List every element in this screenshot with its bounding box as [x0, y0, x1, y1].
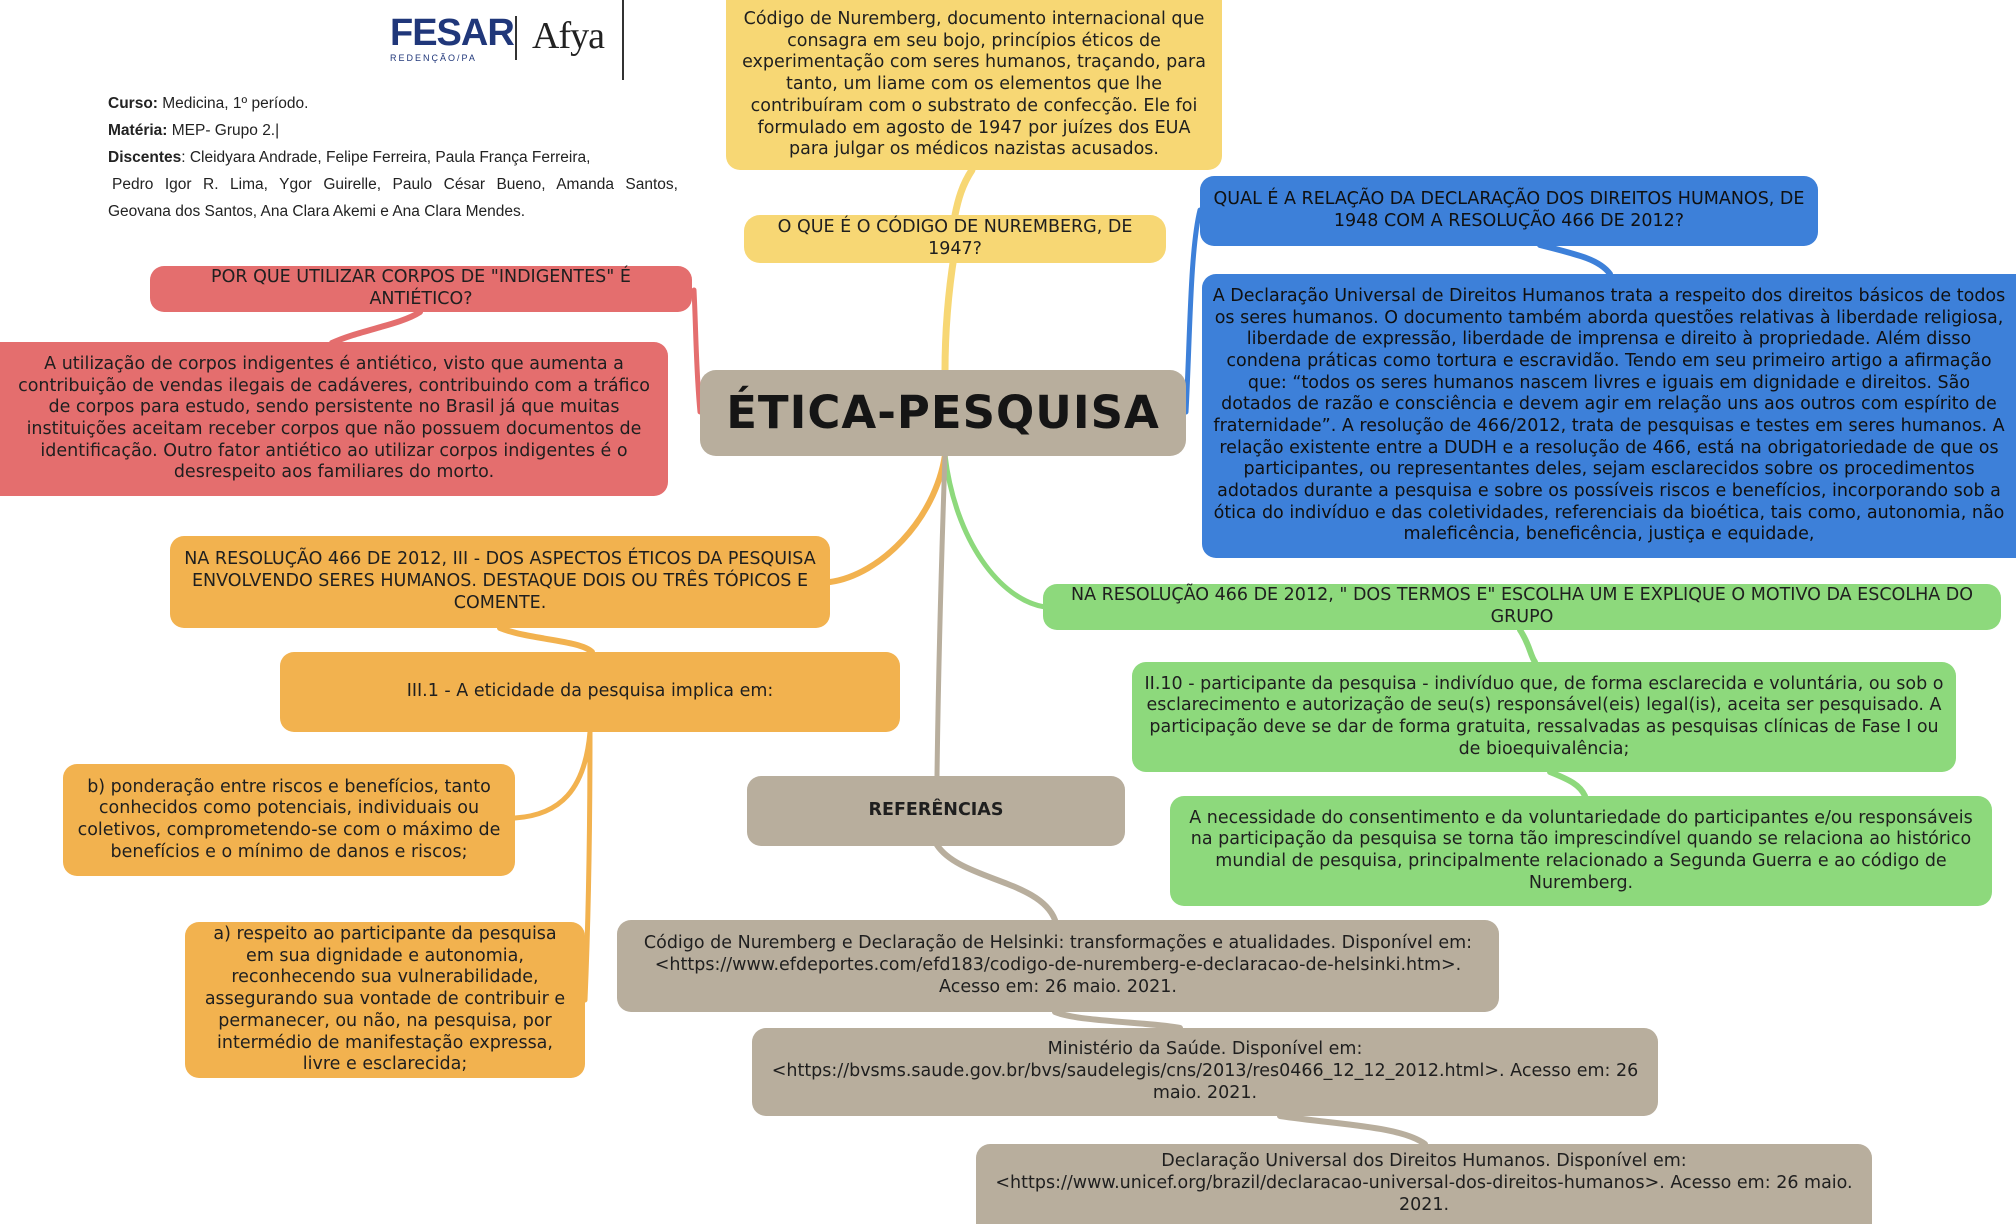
fesar-logo: FESAR REDENÇÃO/PA [390, 12, 515, 64]
link-center-referencias [934, 452, 948, 779]
ref1-nuremberg-helsinki[interactable]: Código de Nuremberg e Declaração de Hels… [617, 920, 1499, 1012]
afya-logo: Afya [532, 14, 605, 58]
logo-divider [515, 16, 517, 60]
link-center-dudh [1183, 207, 1203, 415]
link-eticidade-a [582, 729, 593, 1003]
indigentes-answer[interactable]: A utilização de corpos indigentes é anti… [0, 342, 668, 496]
ref3-dudh[interactable]: Declaração Universal dos Direitos Humano… [976, 1144, 1872, 1224]
link-ref2-ref3 [1277, 1113, 1428, 1147]
link-aspectos-eticidade [497, 625, 595, 655]
termos-question[interactable]: NA RESOLUÇÃO 466 DE 2012, " DOS TERMOS E… [1043, 584, 2001, 630]
nuremberg-question[interactable]: O QUE É O CÓDIGO DE NUREMBERG, DE 1947? [744, 215, 1166, 263]
nuremberg-answer[interactable]: Código de Nuremberg, documento internaci… [726, 0, 1222, 170]
link-nuremberg-answer [951, 166, 976, 219]
link-referencias-ref1 [934, 842, 1058, 923]
curso-value: Medicina, 1º período. [162, 95, 309, 112]
link-eticidade-b [512, 729, 593, 821]
link-dudh-answer [1537, 242, 1613, 277]
discentes-line3: Geovana dos Santos, Ana Clara Akemi e An… [108, 203, 526, 220]
item-b-ponderacao[interactable]: b) ponderação entre riscos e benefícios,… [63, 764, 515, 876]
discentes-line1: : Cleidyara Andrade, Felipe Ferreira, Pa… [181, 149, 591, 166]
fesar-logo-text: FESAR [390, 12, 515, 54]
dudh-question[interactable]: QUAL É A RELAÇÃO DA DECLARAÇÃO DOS DIREI… [1200, 176, 1818, 246]
item-a-respeito[interactable]: a) respeito ao participante da pesquisa … [185, 922, 585, 1078]
link-center-aspectos [827, 452, 948, 585]
indigentes-question[interactable]: POR QUE UTILIZAR CORPOS DE "INDIGENTES" … [150, 266, 692, 312]
discentes-line2: Pedro Igor R. Lima, Ygor Guirelle, Paulo… [112, 176, 678, 193]
fesar-logo-subtext: REDENÇÃO/PA [390, 53, 477, 63]
curso-line: Curso: Medicina, 1º período. [108, 90, 678, 117]
eticidade-node[interactable]: III.1 - A eticidade da pesquisa implica … [280, 652, 900, 732]
link-center-termos [942, 452, 1048, 610]
afya-logo-text: Afya [532, 15, 605, 57]
referencias-node[interactable]: REFERÊNCIAS [747, 776, 1125, 846]
dudh-answer[interactable]: A Declaração Universal de Direitos Human… [1202, 274, 2016, 558]
aspectos-question[interactable]: NA RESOLUÇÃO 466 DE 2012, III - DOS ASPE… [170, 536, 830, 628]
termo-ii10[interactable]: II.10 - participante da pesquisa - indiv… [1132, 662, 1956, 772]
ref2-ministerio-saude[interactable]: Ministério da Saúde. Disponível em: <htt… [752, 1028, 1658, 1116]
materia-value: MEP- Grupo 2.| [171, 122, 280, 139]
link-ref1-ref2 [1052, 1009, 1183, 1031]
link-center-indigentes [691, 287, 703, 415]
course-info: Curso: Medicina, 1º período. Matéria: ME… [108, 90, 678, 225]
link-termos-ii10 [1517, 627, 1538, 665]
discentes-label: Discentes [108, 149, 182, 166]
link-indigentes-answer [329, 309, 423, 346]
curso-label: Curso: [108, 95, 158, 112]
central-topic[interactable]: ÉTICA-PESQUISA [700, 370, 1186, 456]
termo-motivo[interactable]: A necessidade do consentimento e da volu… [1170, 796, 1992, 906]
link-center-nuremberg [941, 246, 959, 376]
discentes-line: Discentes: Cleidyara Andrade, Felipe Fer… [108, 144, 678, 171]
materia-line: Matéria: MEP- Grupo 2.| [108, 117, 678, 144]
link-ii10-motivo [1547, 769, 1588, 799]
materia-label: Matéria: [108, 122, 168, 139]
header-rule [622, 0, 624, 80]
